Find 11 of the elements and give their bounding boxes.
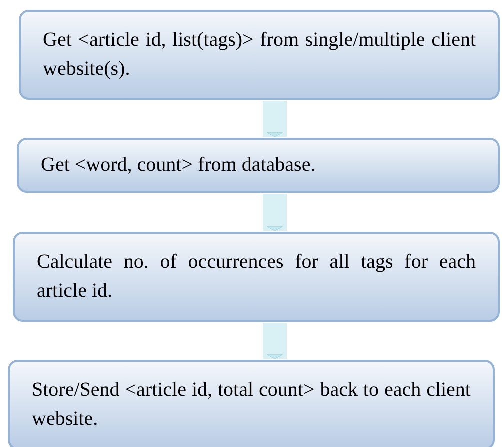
block-arrow [263,101,287,138]
process-box [13,232,500,322]
step-text: Get <word, count> from database. [41,153,317,178]
process-box [19,10,500,100]
block-arrow [263,323,287,360]
step-text: Store/Send <article id, total count> back to each client website. [32,378,471,432]
process-box [8,360,495,447]
block-arrow [263,194,287,232]
process-box [17,138,500,193]
step-text: Get <article id, list(tags)> from single/multiple client website(s). [43,28,476,82]
step-text: Calculate no. of occurrences for all tags for each article id. [37,250,476,304]
